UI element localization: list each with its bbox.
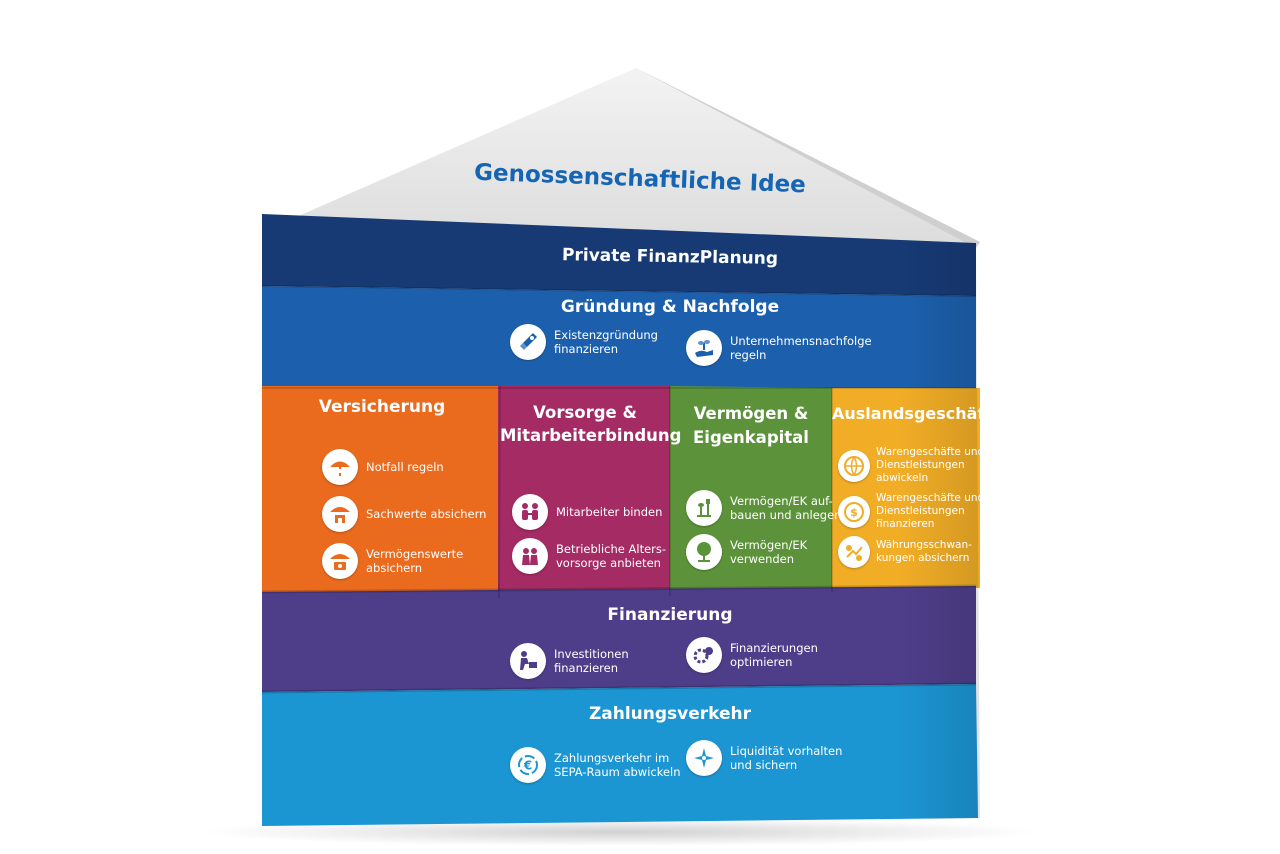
umbrella-money-icon <box>322 543 358 579</box>
layer-gruendung <box>262 286 976 388</box>
item-label: Vermögen/EK verwenden <box>730 538 808 566</box>
plant-shovel-icon <box>686 490 722 526</box>
separator-line <box>498 385 501 599</box>
item-label: Unternehmensnachfolge regeln <box>730 334 872 362</box>
layer-zahlungsverkehr <box>262 684 978 826</box>
separator-line <box>261 584 977 594</box>
separator-line <box>261 285 977 297</box>
vermoegen-item-verwenden: Vermögen/EK verwenden <box>686 534 807 570</box>
finanzierung-title: Finanzierung <box>607 605 733 625</box>
people-bond-icon <box>512 494 548 530</box>
gruendung-item-existenzgruendung: Existenzgründung finanzieren <box>510 324 658 360</box>
finanzierung-item-investitionen: Investitionen finanzieren <box>510 643 629 679</box>
versicherung-title: Versicherung <box>318 397 446 417</box>
compass-icon <box>686 740 722 776</box>
currency-swap-icon <box>838 536 870 568</box>
vorsorge-item-mitarbeiter: Mitarbeiter binden <box>512 494 662 530</box>
svg-text:$: $ <box>850 506 858 519</box>
ausland-title: Auslandsgeschäft <box>832 404 993 423</box>
zahlung-item-liquiditaet: Liquidität vorhalten und sichern <box>686 740 842 776</box>
finanzierung-item-optimieren: Finanzierungen optimieren <box>686 637 818 673</box>
gruendung-item-nachfolge: Unternehmensnachfolge regeln <box>686 330 872 366</box>
hand-sprout-icon <box>686 330 722 366</box>
item-label: Währungsschwan- kungen absichern <box>876 539 972 564</box>
globe-exchange-icon <box>838 449 870 482</box>
item-label: Mitarbeiter binden <box>556 505 663 519</box>
vermoegen-item-aufbauen: Vermögen/EK auf- bauen und anlegen <box>686 490 841 526</box>
item-label: Zahlungsverkehr im SEPA-Raum abwickeln <box>554 751 681 779</box>
item-label: Liquidität vorhalten und sichern <box>730 744 843 772</box>
side-shading <box>900 243 980 820</box>
item-label: Existenzgründung finanzieren <box>554 328 658 356</box>
vorsorge-item-altersvorsorge: Betriebliche Alters- vorsorge anbieten <box>512 538 666 574</box>
globe-finance-icon: $ <box>838 495 870 528</box>
versicherung-item-vermoegenswerte: Vermögenswerte absichern <box>322 543 463 579</box>
svg-text:€: € <box>523 759 532 773</box>
euro-transfer-icon: € <box>510 747 546 783</box>
rocket-euro-icon <box>510 324 546 360</box>
layer-private-finanzplanung <box>262 214 976 296</box>
ausland-item-abwickeln: Warengeschäfte und Dienstleistungen abwi… <box>838 446 984 485</box>
layer-finanzierung <box>262 586 976 692</box>
gruendung-title: Gründung & Nachfolge <box>560 297 780 317</box>
item-label: Vermögen/EK auf- bauen und anlegen <box>730 494 842 522</box>
item-label: Notfall regeln <box>366 460 444 474</box>
roof-edge <box>636 68 980 248</box>
umbrella-building-icon <box>322 496 358 532</box>
tree-icon <box>686 534 722 570</box>
vorsorge-title: Vorsorge & Mitarbeiterbindung <box>500 403 682 445</box>
vermoegen-title: Vermögen & Eigenkapital <box>693 404 809 447</box>
ausland-item-waehrung: Währungsschwan- kungen absichern <box>838 536 972 568</box>
worker-machine-icon <box>510 643 546 679</box>
umbrella-alert-icon <box>322 449 358 485</box>
item-label: Warengeschäfte und Dienstleistungen abwi… <box>876 446 985 484</box>
item-label: Finanzierungen optimieren <box>730 641 818 669</box>
separator-line <box>261 682 977 694</box>
item-label: Betriebliche Alters- vorsorge anbieten <box>556 542 667 570</box>
versicherung-item-sachwerte: Sachwerte absichern <box>322 496 486 532</box>
zahlung-item-sepa: € Zahlungsverkehr im SEPA-Raum abwickeln <box>510 747 681 783</box>
floor-shadow <box>200 818 1040 846</box>
item-label: Warengeschäfte und Dienstleistungen fina… <box>876 492 985 530</box>
ausland-item-finanzieren: $ Warengeschäfte und Dienstleistungen fi… <box>838 492 984 531</box>
item-label: Sachwerte absichern <box>366 507 487 521</box>
versicherung-item-notfall: Notfall regeln <box>322 449 444 485</box>
roof <box>262 68 980 248</box>
retirement-people-icon <box>512 538 548 574</box>
item-label: Vermögenswerte absichern <box>366 547 464 575</box>
zahlungsverkehr-title: Zahlungsverkehr <box>588 704 752 724</box>
gear-coin-icon <box>686 637 722 673</box>
item-label: Investitionen finanzieren <box>554 647 629 675</box>
layer-versicherung <box>262 386 500 600</box>
